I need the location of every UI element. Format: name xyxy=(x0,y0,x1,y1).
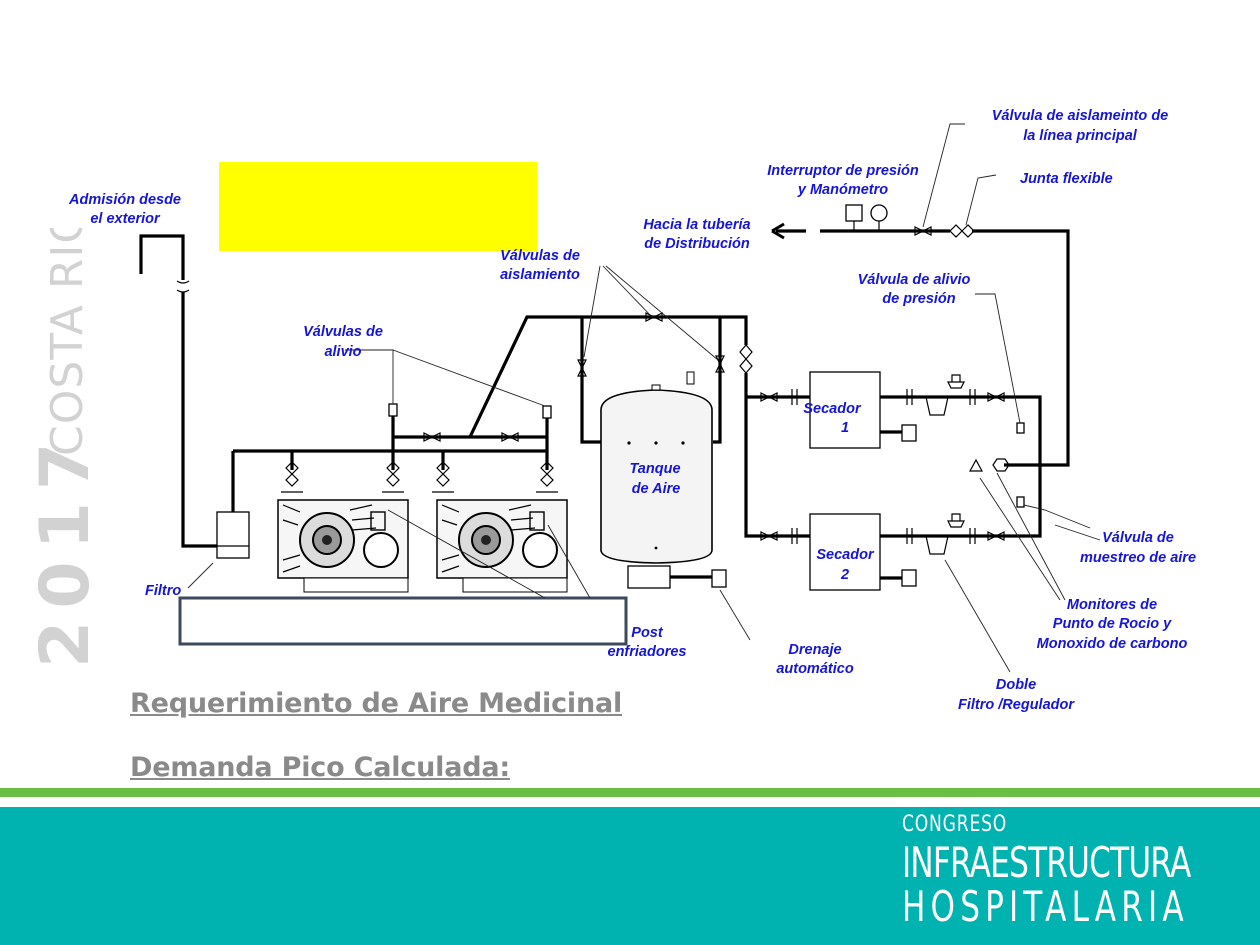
relief-valve-icon xyxy=(388,403,398,417)
dewpoint-monitor-icon xyxy=(968,458,984,472)
dryer-piping xyxy=(739,229,1070,587)
side-country: COSTA RICA xyxy=(42,228,93,456)
footer-green-stripe xyxy=(0,788,1260,797)
label-monitores-1: Monitores de xyxy=(1067,597,1157,613)
label-valv-alivio-2: alivio xyxy=(324,344,361,360)
label-interruptor-2: y Manómetro xyxy=(797,182,888,198)
footer-white-gap xyxy=(0,797,1260,807)
label-valv-aisl-1: Válvulas de xyxy=(500,248,580,264)
heading-demanda: Demanda Pico Calculada: xyxy=(130,752,510,783)
label-admision-2: el exterior xyxy=(90,211,161,227)
label-valv-linea-1: Válvula de aislameinto de xyxy=(992,108,1169,124)
label-valv-aisl-2: aislamiento xyxy=(500,267,580,283)
label-junta: Junta flexible xyxy=(1020,171,1113,187)
label-filtro: Filtro xyxy=(145,583,181,599)
outline-box xyxy=(178,596,628,646)
compressor-2 xyxy=(436,499,568,593)
label-tanque-2: de Aire xyxy=(632,481,681,497)
label-admision-1: Admisión desde xyxy=(68,192,181,208)
label-drenaje-2: automático xyxy=(776,661,853,677)
label-hacia-2: de Distribución xyxy=(644,236,750,252)
label-secador1-1: Secador xyxy=(803,401,862,417)
filter-unit xyxy=(216,451,250,559)
footer-band xyxy=(0,807,1260,945)
label-monitores-2: Punto de Rocio y xyxy=(1053,616,1172,632)
co-monitor-icon xyxy=(992,458,1010,472)
side-year: 2017 xyxy=(38,431,105,668)
label-valv-presion-1: Válvula de alivio xyxy=(858,272,971,288)
drain-icon xyxy=(711,569,727,588)
label-drenaje-1: Drenaje xyxy=(788,642,841,658)
label-monitores-3: Monoxido de carbono xyxy=(1037,636,1188,652)
label-valv-alivio-1: Válvulas de xyxy=(303,324,383,340)
logo-line-infraestructura: INFRAESTRUCTURA xyxy=(902,838,1191,887)
label-secador1-2: 1 xyxy=(841,420,849,436)
leader-lines xyxy=(187,123,1101,673)
sample-valve-icon xyxy=(1016,496,1025,508)
label-secador2-1: Secador xyxy=(816,547,875,563)
label-secador2-2: 2 xyxy=(840,567,849,583)
heading-requerimiento: Requerimiento de Aire Medicinal xyxy=(130,688,623,719)
pressure-switch-icon xyxy=(845,204,863,222)
logo-line-hospitalaria: HOSPITALARIA xyxy=(902,882,1189,931)
logo-line-congreso: CONGRESO xyxy=(902,812,1008,837)
label-muestreo-1: Válvula de xyxy=(1102,530,1174,546)
pressure-relief-icon xyxy=(1016,422,1025,434)
label-post-1: Post xyxy=(631,625,664,641)
label-doble-1: Doble xyxy=(996,677,1036,693)
compressor-header xyxy=(233,312,748,470)
manometer-icon xyxy=(870,204,888,222)
medical-air-diagram: Admisión desde el exterior Filtro Válvul… xyxy=(68,108,1196,713)
dryer-2 xyxy=(809,513,881,591)
compressor-1 xyxy=(277,499,409,593)
relief-valve-icon xyxy=(542,405,552,419)
label-interruptor-1: Interruptor de presión xyxy=(767,163,919,179)
intake-pipe xyxy=(139,234,217,548)
label-tanque-1: Tanque xyxy=(629,461,680,477)
distribution-line xyxy=(771,204,975,240)
side-watermark: 2017 COSTA RICA xyxy=(38,228,105,668)
yellow-highlight xyxy=(219,162,537,251)
flex-joints xyxy=(281,461,558,493)
label-valv-linea-2: la línea principal xyxy=(1023,128,1138,144)
label-valv-presion-2: de presión xyxy=(882,291,955,307)
label-muestreo-2: muestreo de aire xyxy=(1080,550,1196,566)
dryer-1 xyxy=(809,371,881,449)
air-tank xyxy=(600,371,727,589)
label-hacia-1: Hacia la tubería xyxy=(643,217,750,233)
labels: Admisión desde el exterior Filtro Válvul… xyxy=(68,108,1196,713)
label-doble-2: Filtro /Regulador xyxy=(958,697,1075,713)
label-post-2: enfriadores xyxy=(608,644,687,660)
